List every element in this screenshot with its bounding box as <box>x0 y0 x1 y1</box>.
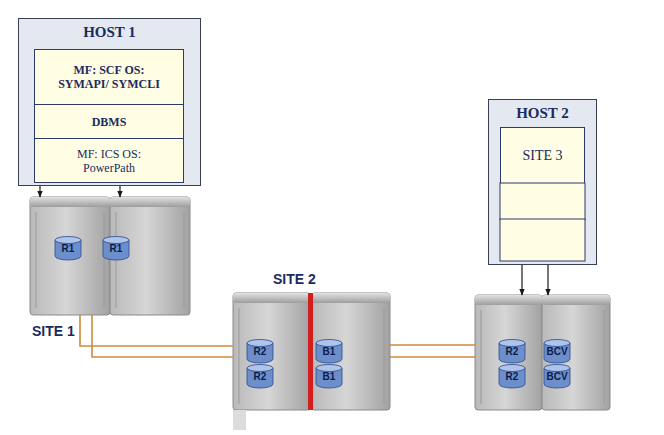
disk-volume: BCV <box>543 364 571 389</box>
section-text: DBMS <box>92 115 127 129</box>
host-link-arrow <box>119 186 120 197</box>
cylinder-top <box>316 340 342 347</box>
cylinder-top <box>103 237 129 244</box>
host-box: MF: SCF OS: SYMAPI/ SYMCLI DBMS MF: ICS OS… <box>18 18 201 186</box>
host-link-arrow <box>521 265 522 295</box>
site-label: SITE 2 <box>273 271 316 287</box>
gray-square <box>233 410 246 430</box>
volume-label: R2 <box>246 346 274 357</box>
cylinder-body <box>247 343 273 363</box>
storage-array: R2B1R2B1SITE 2 <box>233 293 390 410</box>
disk-volume: B1 <box>315 339 343 364</box>
volume-label: BCV <box>543 371 571 382</box>
storage-array <box>475 295 610 410</box>
replication-link <box>80 315 233 346</box>
cylinder-top <box>544 365 570 372</box>
cabinet-cap <box>475 295 542 305</box>
section-text: SITE 3 <box>522 149 562 163</box>
host-link-arrow <box>547 265 548 295</box>
disk-volume: R2 <box>498 364 526 389</box>
cabinet-cap <box>542 295 610 305</box>
host-box: SITE 3 HOST 2 <box>488 99 597 265</box>
cylinder-top <box>247 340 273 347</box>
site-label: SITE 1 <box>32 323 75 339</box>
disk-volume: B1 <box>315 364 343 389</box>
volume-label: R2 <box>498 346 526 357</box>
red-divider <box>308 293 313 410</box>
replication-link <box>390 344 475 346</box>
cylinder-body <box>499 368 525 388</box>
cylinder-body <box>544 343 570 363</box>
cylinder-top <box>499 365 525 372</box>
volume-label: R2 <box>498 371 526 382</box>
volume-label: B1 <box>315 371 343 382</box>
cabinet <box>30 197 110 315</box>
volume-label: R2 <box>246 371 274 382</box>
host-link-arrow <box>39 186 40 197</box>
cabinet-groove <box>239 308 240 404</box>
replication-link <box>390 356 475 358</box>
disk-volume: R1 <box>102 236 130 261</box>
cabinet-groove <box>36 212 37 308</box>
cylinder-body <box>247 368 273 388</box>
storage-array: R2BCVR2BCV <box>475 295 610 410</box>
empty-section <box>500 183 585 220</box>
storage-array <box>233 293 390 410</box>
cylinder-top <box>316 365 342 372</box>
cabinet-cap <box>110 197 190 207</box>
host-section: SITE 3 <box>500 127 585 185</box>
storage-array <box>30 197 190 315</box>
host-section: MF: SCF OS: SYMAPI/ SYMCLI <box>34 49 184 105</box>
cabinet-groove <box>184 212 185 308</box>
cabinet-groove <box>481 310 482 404</box>
replication-link <box>92 315 233 357</box>
cylinder-body <box>103 240 129 260</box>
cabinet-cap <box>233 293 311 303</box>
cylinder-top <box>247 365 273 372</box>
cylinder-top <box>55 237 81 244</box>
cylinder-body <box>316 368 342 388</box>
cabinet-groove <box>604 310 605 404</box>
disk-volume: R2 <box>246 339 274 364</box>
section-text: MF: SCF OS: SYMAPI/ SYMCLI <box>57 63 161 91</box>
section-text: MF: ICS OS: PowerPath <box>57 147 161 175</box>
host-title: HOST 2 <box>489 105 596 122</box>
cabinet-groove <box>384 308 385 404</box>
cabinet-cap <box>311 293 390 303</box>
cabinet <box>475 295 542 410</box>
volume-label: R1 <box>54 243 82 254</box>
cylinder-body <box>544 368 570 388</box>
disk-volume: R2 <box>246 364 274 389</box>
cabinet <box>233 293 311 410</box>
cylinder-top <box>544 340 570 347</box>
empty-section <box>500 219 585 261</box>
host-section: MF: ICS OS: PowerPath <box>34 138 184 183</box>
cabinet <box>542 295 610 410</box>
cabinet-groove <box>104 212 105 308</box>
disk-volume: R1 <box>54 236 82 261</box>
cylinder-top <box>499 340 525 347</box>
cylinder-body <box>316 343 342 363</box>
volume-label: R1 <box>102 243 130 254</box>
host-title: HOST 1 <box>19 24 200 41</box>
cylinder-body <box>499 343 525 363</box>
volume-label: BCV <box>543 346 571 357</box>
cylinder-body <box>55 240 81 260</box>
cabinet <box>311 293 390 410</box>
disk-volume: BCV <box>543 339 571 364</box>
host-section: DBMS <box>34 104 184 139</box>
cabinet-cap <box>30 197 110 207</box>
disk-volume: R2 <box>498 339 526 364</box>
storage-array: R1R1SITE 1 <box>30 197 190 315</box>
volume-label: B1 <box>315 346 343 357</box>
